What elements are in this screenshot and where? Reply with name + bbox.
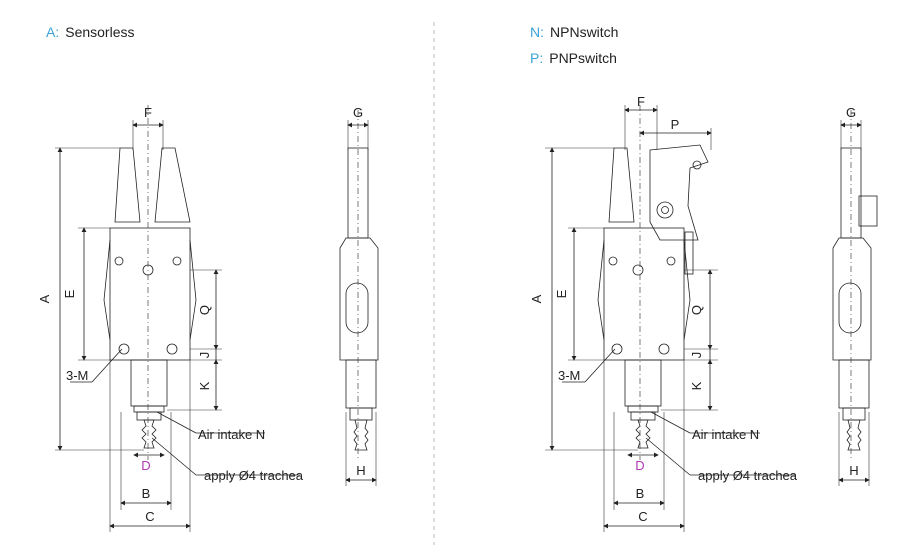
label-a-left: A — [37, 294, 52, 303]
right-sensor-cable — [684, 231, 694, 275]
label-m-left: 3-M — [66, 368, 88, 383]
callout-trachea-right: apply Ø4 trachea — [698, 468, 798, 483]
label-g-left: G — [353, 105, 363, 120]
label-c-right: C — [638, 509, 647, 524]
label-k-right: K — [689, 381, 704, 390]
left-dimensions — [55, 120, 300, 532]
legend-npn: N:NPNswitch — [530, 24, 619, 40]
legend-key-n: N — [530, 24, 541, 40]
label-e-left: E — [62, 289, 77, 298]
right-front-view — [597, 105, 709, 460]
legend-text-npn: NPNswitch — [550, 24, 619, 40]
right-side-view — [832, 110, 878, 486]
left-jaw-right — [154, 147, 191, 223]
left-fitting — [141, 419, 157, 449]
label-h-right: H — [849, 463, 858, 478]
label-d-left: D — [141, 458, 150, 473]
right-sensor-switch — [649, 144, 709, 241]
label-e-right: E — [554, 289, 569, 298]
label-k-left: K — [197, 381, 212, 390]
callout-trachea-left: apply Ø4 trachea — [204, 468, 304, 483]
left-labels: F G A E Q J K 3-M D B C H Air intake N a… — [37, 105, 366, 524]
left-jaw-left — [114, 147, 141, 223]
left-cylinder — [130, 359, 168, 407]
right-labels: F P G A E Q J K 3-M D B C H Air intake N… — [529, 94, 859, 524]
label-j-left: J — [197, 352, 212, 359]
legend-key-a: A — [46, 24, 56, 40]
label-j-right: J — [689, 352, 704, 359]
right-dimensions — [545, 105, 796, 532]
legend-text-sensorless: Sensorless — [65, 24, 135, 40]
label-q-left: Q — [197, 305, 212, 315]
legend-pnp: P:PNPswitch — [530, 50, 617, 66]
label-g-right: G — [846, 105, 856, 120]
legend-sensorless: A:Sensorless — [46, 24, 135, 40]
label-b-right: B — [636, 486, 645, 501]
label-q-right: Q — [689, 305, 704, 315]
left-side-view — [339, 110, 379, 486]
legend-text-pnp: PNPswitch — [549, 50, 617, 66]
label-p-right: P — [671, 117, 680, 132]
label-c-left: C — [145, 509, 154, 524]
label-a-right: A — [529, 294, 544, 303]
label-h-left: H — [356, 463, 365, 478]
label-b-left: B — [142, 486, 151, 501]
callout-air-intake-right: Air intake N — [692, 427, 759, 442]
legend-key-p: P — [530, 50, 540, 66]
label-f-right: F — [637, 94, 645, 109]
callout-air-intake-left: Air intake N — [198, 427, 265, 442]
label-m-right: 3-M — [558, 368, 580, 383]
left-body — [109, 227, 191, 361]
left-front-view — [103, 105, 197, 460]
label-f-left: F — [144, 105, 152, 120]
label-d-right: D — [635, 458, 644, 473]
